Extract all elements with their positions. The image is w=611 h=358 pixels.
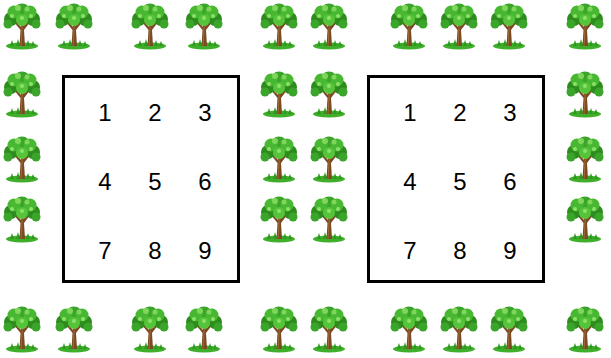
tree-icon	[441, 307, 478, 353]
tree-icon	[261, 307, 298, 353]
tree-icon	[4, 197, 41, 243]
tree-icon	[186, 307, 223, 353]
grid-number: 6	[503, 170, 516, 194]
grid-number: 9	[198, 239, 211, 263]
grid-number: 2	[453, 101, 466, 125]
grid-number: 1	[98, 101, 111, 125]
tree-icon	[4, 72, 41, 118]
number-grid-box: 1 2 3 4 5 6 7 8 9	[62, 75, 240, 283]
tree-icon	[567, 197, 604, 243]
tree-icon	[311, 4, 348, 50]
tree-icon	[311, 307, 348, 353]
tree-icon	[441, 4, 478, 50]
grid-number: 4	[403, 170, 416, 194]
grid-number: 8	[148, 239, 161, 263]
grid-number: 6	[198, 170, 211, 194]
tree-icon	[491, 307, 528, 353]
tree-icon	[132, 4, 169, 50]
grid-number: 7	[403, 239, 416, 263]
tree-icon	[4, 4, 41, 50]
grid-number: 1	[403, 101, 416, 125]
tree-icon	[186, 4, 223, 50]
grid-number: 3	[198, 101, 211, 125]
tree-icon	[391, 307, 428, 353]
grid-number: 9	[503, 239, 516, 263]
tree-icon	[261, 137, 298, 183]
tree-icon	[391, 4, 428, 50]
grid-number: 5	[453, 170, 466, 194]
tree-icon	[4, 137, 41, 183]
tree-icon	[56, 307, 93, 353]
grid-number: 4	[98, 170, 111, 194]
tree-icon	[261, 4, 298, 50]
tree-icon	[56, 4, 93, 50]
tree-icon	[311, 197, 348, 243]
grid-number: 3	[503, 101, 516, 125]
grid-number: 5	[148, 170, 161, 194]
tree-icon	[567, 4, 604, 50]
tree-icon	[567, 307, 604, 353]
tree-icon	[491, 4, 528, 50]
tree-icon	[311, 72, 348, 118]
tree-icon	[261, 72, 298, 118]
tree-icon	[567, 137, 604, 183]
grid-number: 2	[148, 101, 161, 125]
tree-icon	[132, 307, 169, 353]
tree-icon	[261, 197, 298, 243]
tree-icon	[567, 72, 604, 118]
tree-icon	[4, 307, 41, 353]
number-grid-box: 1 2 3 4 5 6 7 8 9	[367, 75, 545, 283]
grid-number: 8	[453, 239, 466, 263]
grid-number: 7	[98, 239, 111, 263]
tree-icon	[311, 137, 348, 183]
